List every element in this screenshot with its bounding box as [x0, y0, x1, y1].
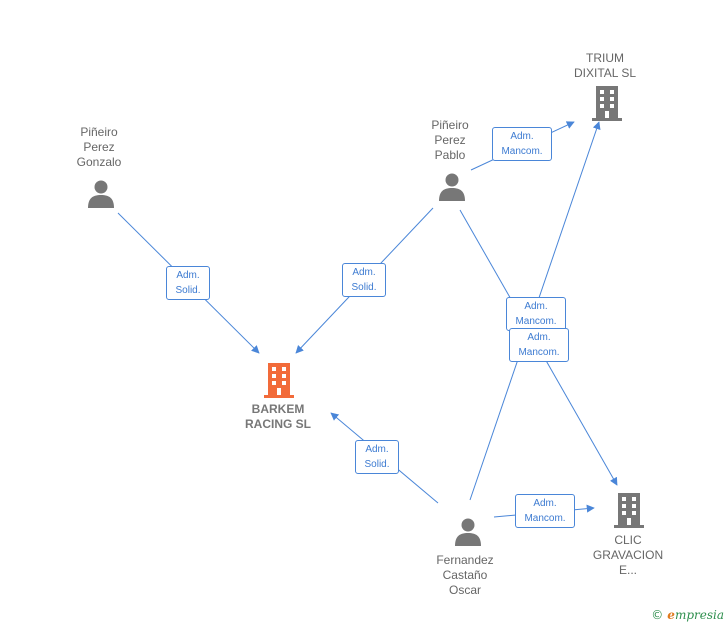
label-line: CLIC: [614, 533, 642, 547]
label-line: Perez: [434, 133, 466, 147]
label-line: Pablo: [434, 148, 466, 162]
role-line: Mancom.: [524, 513, 566, 524]
label-line: RACING SL: [245, 417, 311, 431]
copyright-icon: ©: [651, 608, 664, 622]
role-tag-fernandez-trium[interactable]: Adm. Mancom.: [506, 297, 566, 331]
role-line: Adm.: [176, 270, 200, 281]
label-line: Castaño: [442, 568, 488, 582]
role-line: Mancom.: [515, 316, 557, 327]
label-line: Piñeiro: [431, 118, 469, 132]
person-label-pineiro-pablo: Piñeiro Perez Pablo: [420, 118, 480, 163]
label-line: Oscar: [448, 583, 481, 597]
label-line: BARKEM: [251, 402, 305, 416]
role-line: Mancom.: [501, 146, 543, 157]
edge-clic-continuation: [539, 349, 618, 486]
role-line: Adm.: [365, 444, 389, 455]
person-icon[interactable]: [453, 517, 483, 547]
role-tag-pablo-barkem[interactable]: Adm. Solid.: [342, 263, 386, 297]
building-icon[interactable]: [613, 492, 645, 528]
role-line: Adm.: [533, 498, 557, 509]
company-label-trium: TRIUM DIXITAL SL: [560, 51, 650, 81]
person-label-fernandez: Fernandez Castaño Oscar: [425, 553, 505, 598]
role-line: Adm.: [527, 332, 551, 343]
label-line: Fernandez: [436, 553, 494, 567]
label-line: Gonzalo: [76, 155, 122, 169]
label-line: DIXITAL SL: [573, 66, 637, 80]
role-line: Adm.: [352, 267, 376, 278]
label-line: E...: [618, 563, 637, 577]
label-line: GRAVACION: [592, 548, 664, 562]
brand-watermark: ©empresia: [651, 608, 724, 622]
role-line: Adm.: [510, 131, 534, 142]
label-line: TRIUM: [586, 51, 624, 65]
building-icon[interactable]: [591, 85, 623, 121]
label-line: Perez: [83, 140, 115, 154]
role-line: Mancom.: [518, 347, 560, 358]
role-line: Solid.: [364, 459, 390, 470]
person-label-pineiro-gonzalo: Piñeiro Perez Gonzalo: [69, 125, 129, 170]
company-label-barkem: BARKEM RACING SL: [232, 402, 324, 432]
role-line: Solid.: [351, 282, 377, 293]
person-icon[interactable]: [437, 172, 467, 202]
brand-initial: e: [667, 608, 675, 622]
role-tag-pablo-clic[interactable]: Adm. Mancom.: [509, 328, 569, 362]
brand-name: mpresia: [674, 608, 724, 622]
role-tag-gonzalo-barkem[interactable]: Adm. Solid.: [166, 266, 210, 300]
focus-building-icon[interactable]: [263, 362, 295, 398]
role-tag-fernandez-barkem[interactable]: Adm. Solid.: [355, 440, 399, 474]
role-line: Adm.: [524, 301, 548, 312]
label-line: Piñeiro: [80, 125, 118, 139]
role-tag-pablo-trium[interactable]: Adm. Mancom.: [492, 127, 552, 161]
role-tag-fernandez-clic[interactable]: Adm. Mancom.: [515, 494, 575, 528]
role-line: Solid.: [175, 285, 201, 296]
company-label-clic: CLIC GRAVACION E...: [588, 533, 668, 578]
person-icon[interactable]: [86, 179, 116, 209]
